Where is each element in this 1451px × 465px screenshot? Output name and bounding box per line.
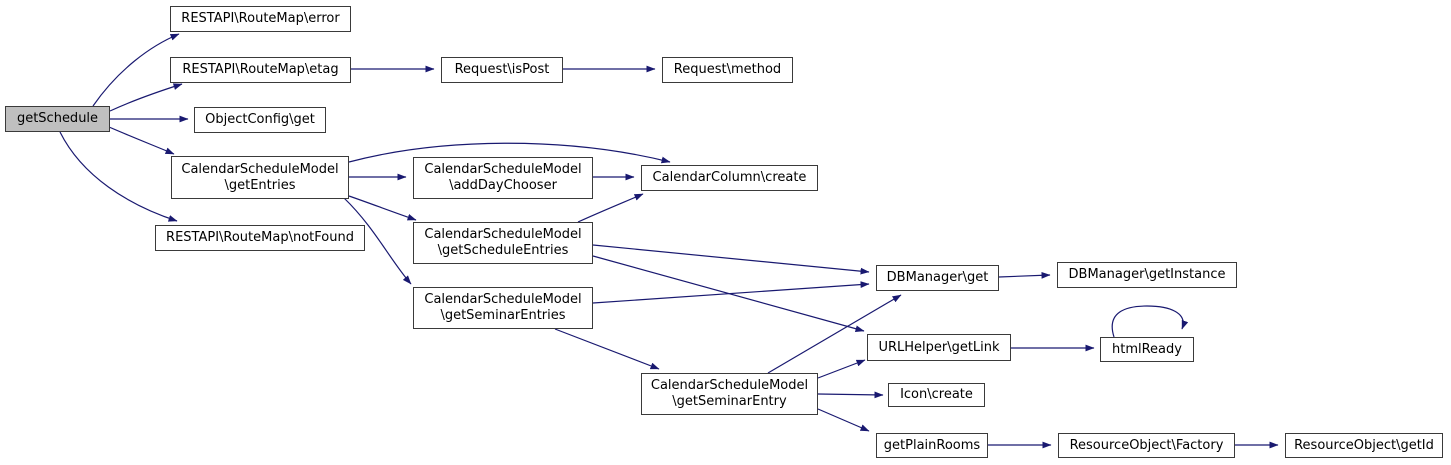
node-resourceobject-getid[interactable]: ResourceObject\getId — [1285, 433, 1443, 458]
node-label: Icon\create — [900, 387, 973, 402]
node-calendarschedulemodel-getseminarentries[interactable]: CalendarScheduleModel\getSeminarEntries — [413, 287, 593, 329]
node-request-method[interactable]: Request\method — [662, 57, 793, 83]
node-label: CalendarColumn\create — [652, 170, 807, 185]
edge-getentries-getseminarentries — [343, 197, 412, 285]
node-dbmanager-get[interactable]: DBManager\get — [876, 265, 999, 291]
edge-getseminarentry-getplainrooms — [817, 408, 870, 432]
node-getschedule[interactable]: getSchedule — [5, 106, 110, 132]
node-label: ResourceObject\Factory — [1069, 437, 1224, 453]
node-label: \getScheduleEntries — [437, 243, 569, 258]
edge-dbmanager-get-dbmanager-getinstance — [998, 271, 1051, 279]
edge-getschedule-routemap-notfound — [59, 131, 178, 222]
node-label: RESTAPI\RouteMap\error — [181, 11, 340, 26]
node-label: Request\method — [673, 62, 782, 77]
node-label: Request\isPost — [454, 62, 550, 77]
edge-getseminarentry-dbmanager-get — [767, 294, 902, 374]
edge-htmlready-self-loop — [1111, 305, 1189, 338]
node-label: CalendarScheduleModel — [424, 292, 582, 307]
node-label: htmlReady — [1112, 341, 1182, 357]
node-calendarschedulemodel-adddaychooser[interactable]: CalendarScheduleModel\addDayChooser — [413, 157, 593, 199]
edge-getseminarentry-urlhelper-getlink — [817, 359, 866, 379]
edge-getseminarentry-icon-create — [817, 391, 884, 399]
edge-getscheduleentries-calendarcolumn-create — [577, 193, 644, 223]
node-calendarcolumn-create[interactable]: CalendarColumn\create — [641, 165, 818, 191]
node-label: getSchedule — [16, 111, 99, 126]
edge-getschedule-routemap-error — [92, 33, 180, 107]
node-restapi-routemap-notfound[interactable]: RESTAPI\RouteMap\notFound — [155, 225, 365, 251]
node-label: getPlainRooms — [883, 437, 981, 453]
node-objectconfig-get[interactable]: ObjectConfig\get — [194, 107, 326, 133]
node-label: CalendarScheduleModel — [424, 162, 582, 177]
node-restapi-routemap-etag[interactable]: RESTAPI\RouteMap\etag — [170, 57, 351, 83]
node-label: ObjectConfig\get — [205, 112, 315, 127]
edge-getschedule-getentries — [108, 126, 175, 155]
edge-getseminarentries-dbmanager-get — [592, 281, 870, 304]
node-label: RESTAPI\RouteMap\etag — [182, 62, 339, 77]
node-restapi-routemap-error[interactable]: RESTAPI\RouteMap\error — [170, 6, 351, 32]
node-getplainrooms[interactable]: getPlainRooms — [876, 433, 988, 458]
node-urlhelper-getlink[interactable]: URLHelper\getLink — [867, 334, 1011, 361]
edge-getschedule-routemap-etag — [109, 83, 183, 112]
edge-getseminarentries-getseminarentry — [554, 328, 660, 370]
node-dbmanager-getinstance[interactable]: DBManager\getInstance — [1057, 262, 1237, 288]
node-label: CalendarScheduleModel — [424, 227, 582, 242]
node-label: DBManager\get — [886, 270, 989, 285]
node-label: \addDayChooser — [449, 178, 557, 193]
node-label: \getSeminarEntries — [440, 308, 566, 323]
node-calendarschedulemodel-getscheduleentries[interactable]: CalendarScheduleModel\getScheduleEntries — [413, 222, 593, 264]
node-calendarschedulemodel-getentries[interactable]: CalendarScheduleModel\getEntries — [171, 156, 349, 199]
edge-getentries-calendarcolumn-create — [348, 142, 671, 164]
node-resourceobject-factory[interactable]: ResourceObject\Factory — [1058, 433, 1235, 458]
node-htmlready[interactable]: htmlReady — [1100, 337, 1194, 362]
edge-getentries-getscheduleentries — [348, 195, 417, 221]
node-label: DBManager\getInstance — [1068, 267, 1226, 282]
node-label: RESTAPI\RouteMap\notFound — [166, 230, 354, 245]
node-request-ispost[interactable]: Request\isPost — [441, 57, 563, 83]
node-calendarschedulemodel-getseminarentry[interactable]: CalendarScheduleModel\getSeminarEntry — [641, 373, 818, 415]
node-icon-create[interactable]: Icon\create — [888, 383, 985, 407]
node-label: URLHelper\getLink — [878, 339, 1000, 355]
node-label: \getSeminarEntry — [672, 394, 787, 409]
node-label: \getEntries — [224, 177, 296, 193]
node-label: ResourceObject\getId — [1294, 437, 1434, 453]
node-label: CalendarScheduleModel — [650, 378, 809, 393]
node-label: CalendarScheduleModel — [181, 161, 339, 177]
edge-getscheduleentries-dbmanager-get — [592, 244, 870, 275]
